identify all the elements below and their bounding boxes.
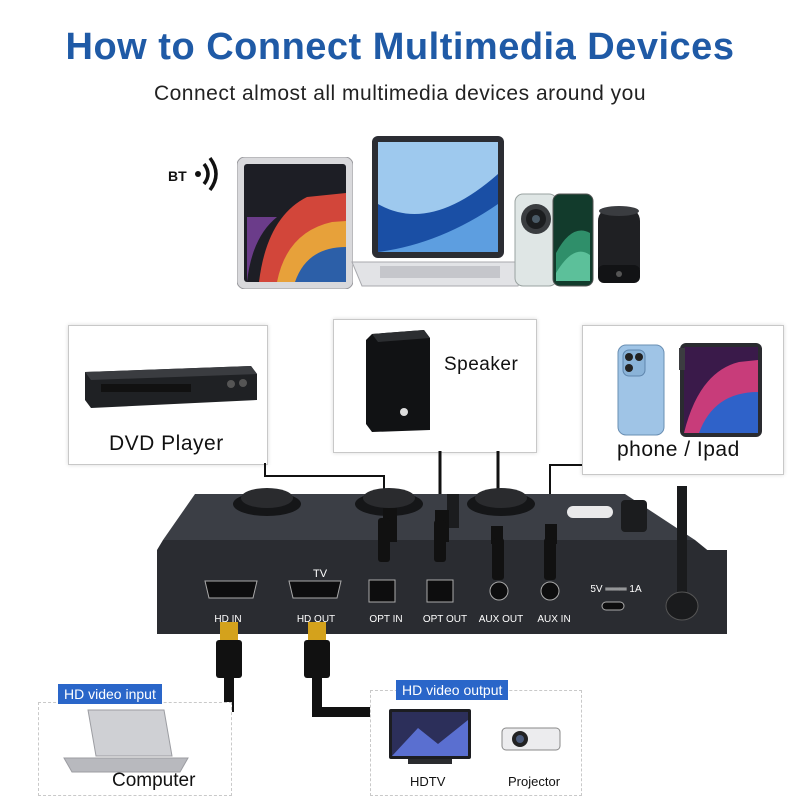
bt-label: BT <box>168 168 187 184</box>
tv-label: TV <box>312 568 328 580</box>
hdtv-image <box>389 709 471 764</box>
port-power-label: 5V ═══ 1A <box>590 584 642 595</box>
port-hd-out-label: HD OUT <box>296 614 336 625</box>
tablet-image <box>237 157 353 289</box>
phone-ipad-label: phone / Ipad <box>617 438 740 461</box>
dvd-player-label: DVD Player <box>109 432 224 455</box>
port-aux-out-label: AUX OUT <box>478 614 524 625</box>
port-hd-in-label: HD IN <box>214 614 242 625</box>
computer-label: Computer <box>112 770 196 791</box>
projector-label: Projector <box>508 774 561 789</box>
hdtv-label: HDTV <box>410 774 446 789</box>
bluetooth-waves-icon <box>195 156 218 192</box>
page-subtitle: Connect almost all multimedia devices ar… <box>153 82 647 105</box>
ipad-image <box>679 343 762 437</box>
dvd-player-image <box>85 366 257 408</box>
bt-speaker-image <box>598 206 640 283</box>
port-opt-in-label: OPT IN <box>369 614 403 625</box>
phone-ipad-panel: phone / Ipad <box>582 325 784 475</box>
laptop-image <box>351 136 529 287</box>
projector-image <box>501 727 561 751</box>
speaker-label: Speaker <box>444 354 519 375</box>
iphone-image <box>617 344 665 436</box>
speaker-image <box>366 330 430 432</box>
page-title: How to Connect Multimedia Devices <box>65 26 735 68</box>
port-aux-in-label: AUX IN <box>537 614 571 625</box>
smartphone-image <box>514 193 558 287</box>
speaker-panel: Speaker <box>333 319 537 453</box>
smartphone-screen-image <box>552 193 594 287</box>
port-opt-out-label: OPT OUT <box>422 614 468 625</box>
dvd-player-panel: DVD Player <box>68 325 268 465</box>
hd-input-tag: HD video input <box>58 684 162 704</box>
hd-output-tag: HD video output <box>396 680 509 700</box>
computer-image <box>63 709 189 773</box>
